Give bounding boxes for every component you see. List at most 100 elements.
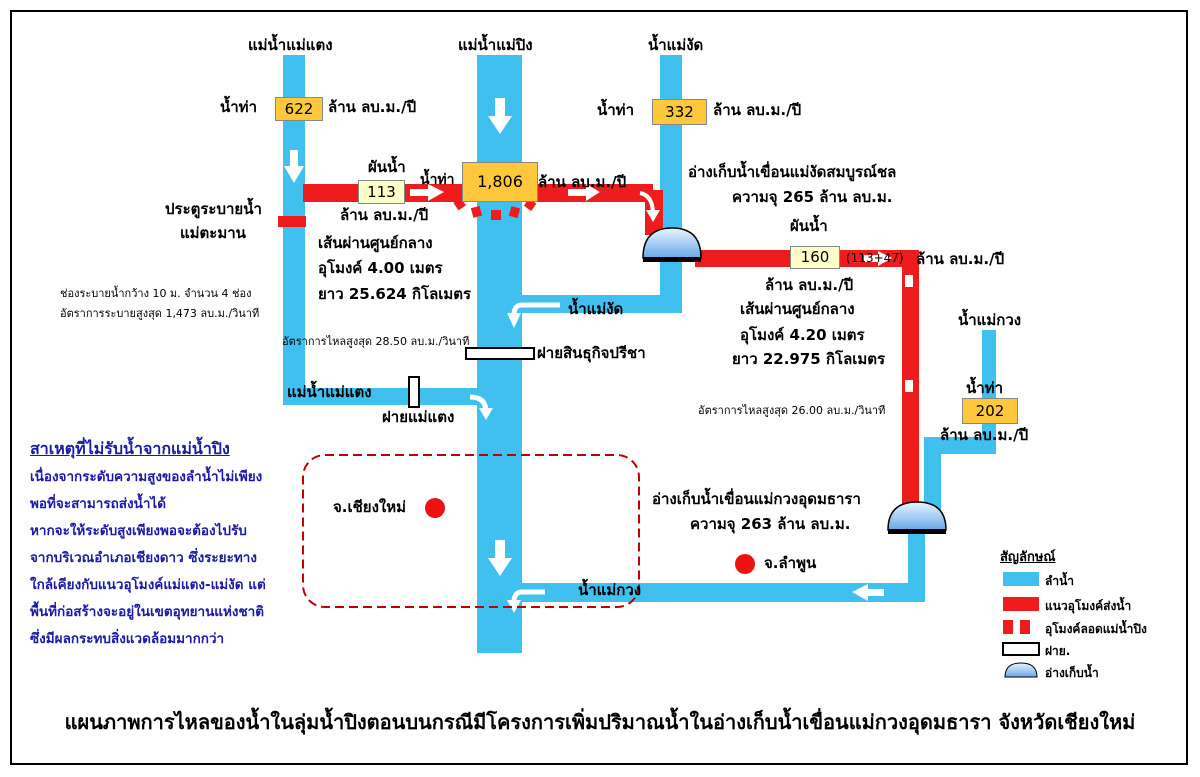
weir-sin-icon <box>465 347 535 360</box>
label-inflow-ngat: น้ำท่า <box>597 101 634 119</box>
down-arrow-icon <box>488 540 512 576</box>
left-arrow-icon <box>852 584 884 601</box>
value-box-kuang-inflow: 202 <box>962 398 1018 424</box>
label-unit-kuang: ล้าน ลบ.ม./ปี <box>940 426 1029 444</box>
curve-arrow-icon <box>469 394 489 411</box>
diagram-frame <box>10 10 1188 765</box>
tunnel2-diameter-label: เส้นผ่านศูนย์กลาง <box>740 300 855 318</box>
label-unit-diversion-2b: ล้าน ลบ.ม./ปี <box>765 276 854 294</box>
label-unit-ping: ล้าน ลบ.ม./ปี <box>538 173 627 191</box>
curve-arrow-head-icon <box>507 313 521 328</box>
value-box-diversion-1: 113 <box>358 180 405 204</box>
city-dot-icon <box>425 498 445 518</box>
legend-tunnel-under-swatch <box>1003 620 1030 634</box>
value-box-taeng-inflow: 622 <box>275 97 323 121</box>
curve-arrow-head-icon <box>646 210 660 222</box>
note-line-6: พื้นที่ก่อสร้างจะอยู่ในเขตอุทยานแห่งชาติ <box>30 604 265 620</box>
label-mae-ngat-mid: น้ำแม่งัด <box>568 300 624 318</box>
legend-title: สัญลักษณ์ <box>1000 550 1056 565</box>
note-line-3: หากจะให้ระดับสูงเพียงพอจะต้องไปรับ <box>30 523 247 539</box>
sluice-spec-rate: อัตราการระบายสูงสุด 1,473 ลบ.ม./วินาที <box>60 307 260 320</box>
sluice-gate-icon <box>278 216 306 227</box>
value-box-diversion-2: 160 <box>790 246 840 269</box>
label-unit-taeng: ล้าน ลบ.ม./ปี <box>328 98 417 116</box>
label-mae-kuang-top: น้ำแม่กวง <box>958 311 1022 329</box>
tunnel1-length: ยาว 25.624 กิโลเมตร <box>318 285 472 303</box>
tunnel-flow-mark-icon <box>905 275 913 287</box>
legend-item-weir: ฝาย. <box>1045 644 1071 658</box>
label-mae-taeng-mid: แม่น้ำแม่แตง <box>287 383 372 401</box>
label-mae-taeng-top: แม่น้ำแม่แตง <box>248 36 333 54</box>
label-diversion-2: ผันน้ำ <box>790 217 828 235</box>
right-arrow-icon <box>568 184 600 201</box>
note-line-4: จากบริเวณอำเภอเชียงดาว ซึ่งระยะทาง <box>30 550 257 566</box>
diagram-caption: แผนภาพการไหลของน้ำในลุ่มน้ำปิงตอนบนกรณีม… <box>64 710 1136 734</box>
value-box-ping-inflow: 1,806 <box>462 162 538 202</box>
tunnel2-max-flow: อัตราการไหลสูงสุด 26.00 ลบ.ม./วินาที <box>698 404 886 417</box>
label-sluice-gate: ประตูระบายน้ำ <box>165 200 262 218</box>
label-weir-sin: ฝายสินธุกิจปรีชา <box>537 344 646 362</box>
right-arrow-icon <box>410 184 444 201</box>
legend-reservoir-swatch <box>1004 662 1038 678</box>
river-mae-ngat-upper <box>660 55 682 245</box>
flow-arrows <box>284 98 913 613</box>
note-title: สาเหตุที่ไม่รับน้ำจากแม่น้ำปิง <box>30 439 230 458</box>
chiangmai-area <box>302 454 640 608</box>
label-unit-diversion-1: ล้าน ลบ.ม./ปี <box>340 206 429 224</box>
curve-arrow-head-icon <box>507 600 521 613</box>
river-mae-taeng <box>283 55 305 403</box>
reservoir-ngat-name: อ่างเก็บน้ำเขื่อนแม่งัดสมบูรณ์ชล <box>688 163 897 181</box>
reservoir-ngat-icon <box>642 227 702 262</box>
legend-item-tunnel-under: อุโมงค์ลอดแม่น้ำปิง <box>1045 622 1147 636</box>
label-city-lamphun: จ.ลำพูน <box>764 554 817 572</box>
reservoir-kuang-capacity: ความจุ 263 ล้าน ลบ.ม. <box>690 515 851 533</box>
value-diversion-2-detail: (113+47) <box>846 251 904 265</box>
tunnel2-diameter-value: อุโมงค์ 4.20 เมตร <box>740 326 865 344</box>
tunnel2-length: ยาว 22.975 กิโลเมตร <box>732 350 886 368</box>
tunnel1-diameter-value: อุโมงค์ 4.00 เมตร <box>318 259 443 277</box>
note-line-5: ใกล้เคียงกับแนวอุโมงค์แม่แตง-แม่งัด แต่ <box>30 577 266 593</box>
river-mae-kuang-top-bend <box>924 437 996 454</box>
reservoir-kuang-name: อ่างเก็บน้ำเขื่อนแม่กวงอุดมธารา <box>652 490 861 508</box>
tunnel1-max-flow: อัตราการไหลสูงสุด 28.50 ลบ.ม./วินาที <box>282 335 470 348</box>
legend-item-reservoir: อ่างเก็บน้ำ <box>1045 666 1099 680</box>
legend-weir-swatch <box>1002 642 1040 656</box>
label-unit-ngat: ล้าน ลบ.ม./ปี <box>713 101 802 119</box>
legend-tunnel-swatch <box>1003 597 1039 611</box>
river-mae-kuang-branch <box>522 583 925 602</box>
down-arrow-icon <box>488 98 512 134</box>
right-arrow-icon <box>864 251 892 266</box>
curve-arrow-head-icon <box>479 408 493 420</box>
label-mae-kuang-bottom: น้ำแม่กวง <box>578 581 642 599</box>
label-city-chiangmai: จ.เชียงใหม่ <box>333 498 407 516</box>
reservoir-ngat-capacity: ความจุ 265 ล้าน ลบ.ม. <box>732 188 893 206</box>
river-mae-taeng-branch <box>283 388 477 405</box>
legend-river-swatch <box>1003 572 1039 586</box>
note-line-2: พอที่จะสามารถส่งน้ำได้ <box>30 496 166 512</box>
down-arrow-icon <box>284 150 304 183</box>
river-mae-ngat-branch <box>522 295 682 313</box>
value-box-ngat-inflow: 332 <box>652 99 707 125</box>
label-mae-ping-top: แม่น้ำแม่ปิง <box>458 36 533 54</box>
label-inflow-kuang: น้ำท่า <box>966 379 1003 397</box>
note-line-7: ซึ่งมีผลกระทบสิ่งแวดล้อมมากกว่า <box>30 631 225 647</box>
note-line-1: เนื่องจากระดับความสูงของลำน้ำไม่เพียง <box>30 469 263 485</box>
label-mae-ngat-top: น้ำแม่งัด <box>648 36 704 54</box>
river-mae-ngat-lower <box>660 255 682 303</box>
label-sluice-gate-name: แม่ตะมาน <box>180 224 246 242</box>
weir-taeng-icon <box>408 376 420 408</box>
legend-item-tunnel: แนวอุโมงค์ส่งน้ำ <box>1045 599 1132 613</box>
legend-item-river: ลำน้ำ <box>1045 574 1075 588</box>
tunnel-flow-mark-icon <box>905 380 913 392</box>
reservoir-kuang-icon <box>887 501 947 534</box>
curve-arrow-icon <box>639 191 655 213</box>
sluice-spec-width: ช่องระบายน้ำกว้าง 10 ม. จำนวน 4 ช่อง <box>60 287 252 300</box>
label-inflow-taeng: น้ำท่า <box>220 98 257 116</box>
label-unit-diversion-2: ล้าน ลบ.ม./ปี <box>916 250 1005 268</box>
tunnel1-diameter-label: เส้นผ่านศูนย์กลาง <box>318 234 433 252</box>
river-mae-kuang-mid <box>924 437 941 515</box>
label-weir-taeng: ฝายแม่แตง <box>382 408 455 426</box>
city-dot-icon <box>735 554 755 574</box>
label-diversion-1: ผันน้ำ <box>368 158 406 176</box>
label-inflow-ping: น้ำท่า <box>420 172 455 188</box>
